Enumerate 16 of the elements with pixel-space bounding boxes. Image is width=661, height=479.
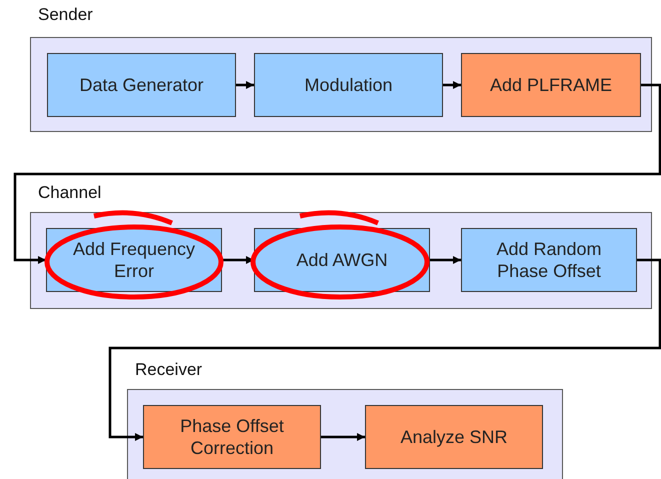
arrow: [443, 81, 461, 89]
arrow: [321, 433, 365, 441]
process-box: Analyze SNR: [365, 405, 543, 469]
arrow: [108, 258, 661, 441]
process-box: Add Random Phase Offset: [461, 228, 637, 292]
group-title: Receiver: [135, 360, 202, 380]
arrow: [236, 81, 254, 89]
process-box: Data Generator: [47, 53, 236, 117]
group-title: Sender: [38, 5, 93, 25]
group-title: Channel: [38, 183, 102, 203]
process-box: Phase Offset Correction: [143, 405, 321, 469]
process-box: Modulation: [254, 53, 443, 117]
arrow: [430, 256, 461, 264]
arrow: [222, 256, 254, 264]
arrow: [14, 84, 661, 264]
process-box: Add PLFRAME: [461, 53, 641, 117]
